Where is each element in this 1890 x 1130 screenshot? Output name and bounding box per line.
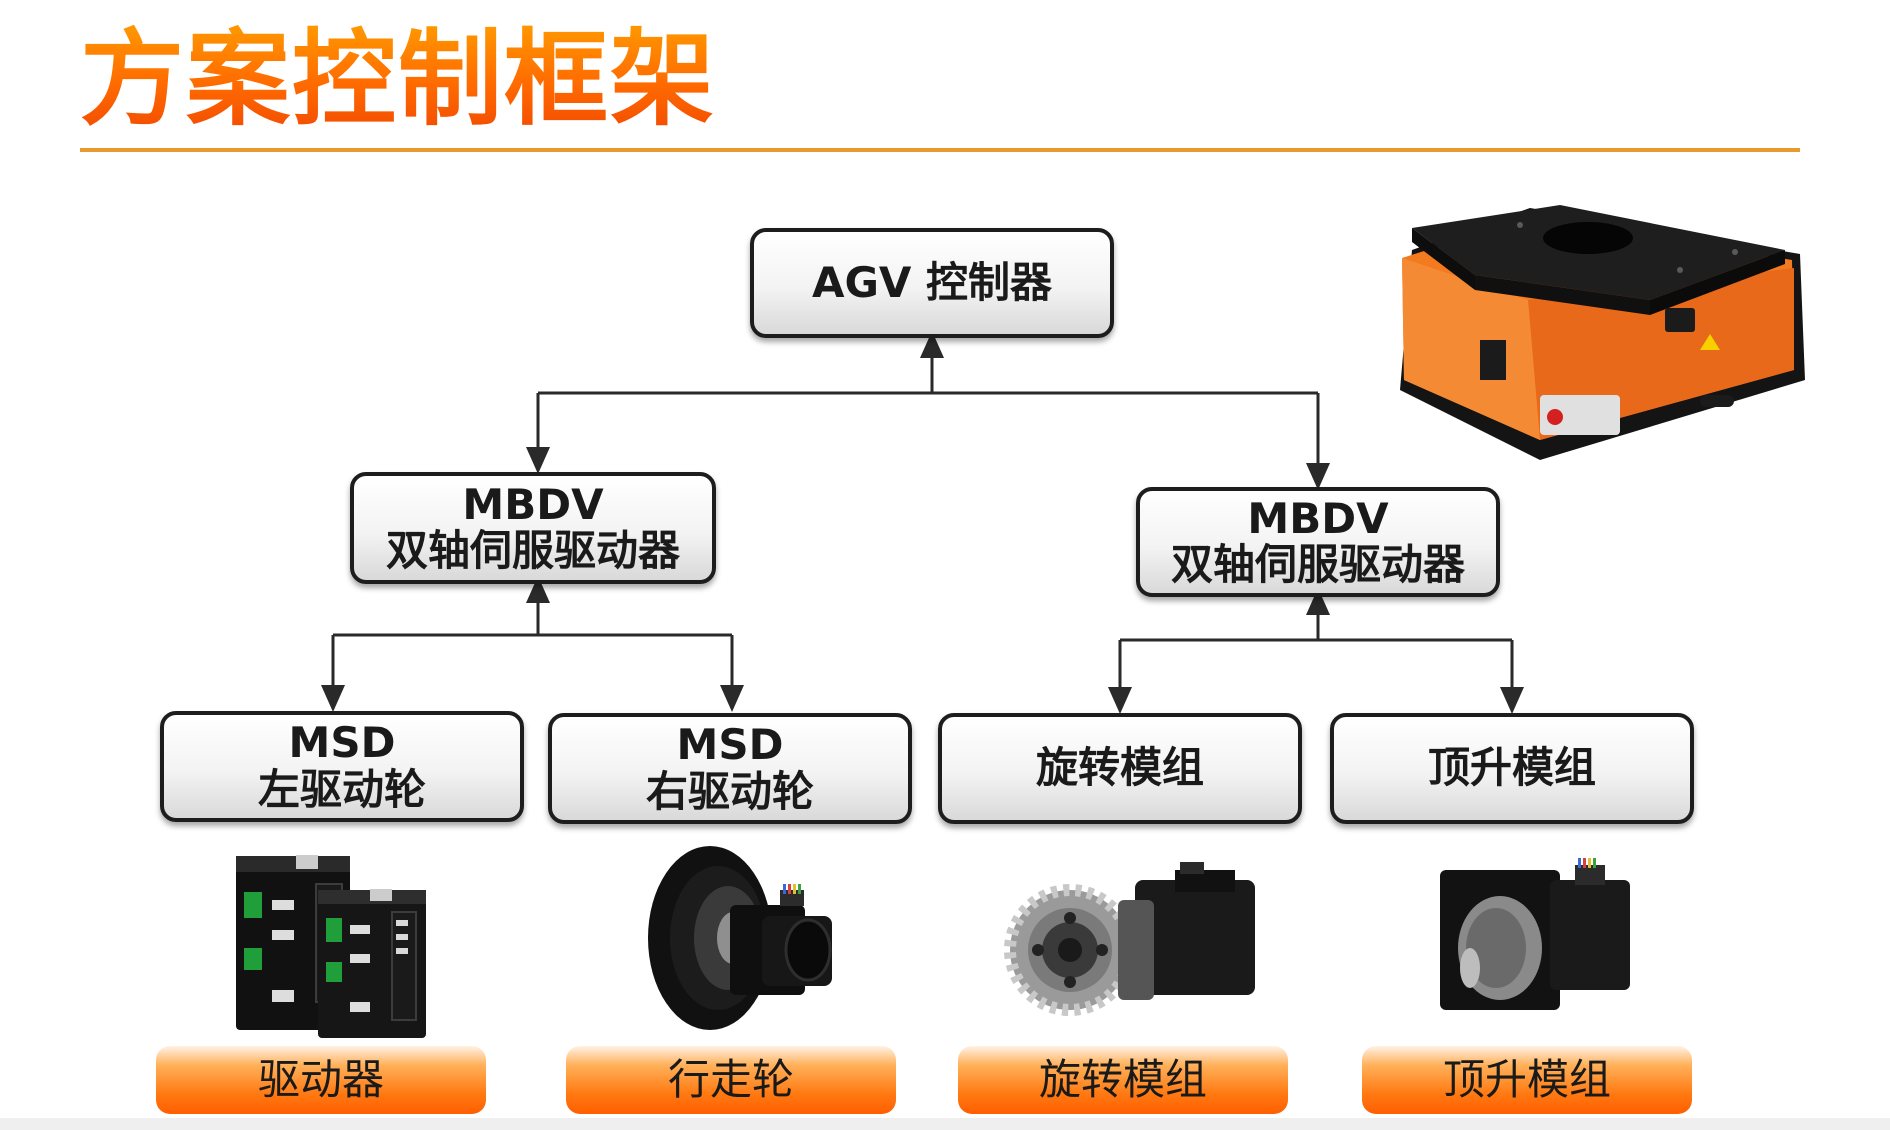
node-rotation-module: 旋转模组 (938, 713, 1302, 824)
node-mbdv-driver-left: MBDV 双轴伺服驱动器 (350, 472, 716, 584)
node-mbdv-right-model: MBDV (1247, 493, 1389, 543)
node-lift-module: 顶升模组 (1330, 713, 1694, 824)
node-msd-right-model: MSD (676, 720, 784, 770)
connectors (321, 331, 1524, 714)
page-title: 方案控制框架 (80, 18, 717, 140)
caption-driver: 驱动器 (156, 1046, 486, 1114)
node-mbdv-left-desc: 双轴伺服驱动器 (385, 526, 680, 575)
node-msd-left-wheel: MSD 左驱动轮 (160, 711, 524, 822)
caption-lift-module: 顶升模组 (1362, 1046, 1692, 1114)
node-mbdv-driver-right: MBDV 双轴伺服驱动器 (1136, 487, 1500, 597)
node-msd-right-wheel: MSD 右驱动轮 (548, 713, 912, 824)
caption-wheel: 行走轮 (566, 1046, 896, 1114)
lift-module-image (1440, 858, 1630, 1010)
servo-driver-image (236, 855, 426, 1038)
rotation-module-image (1004, 862, 1255, 1016)
node-mbdv-right-desc: 双轴伺服驱动器 (1170, 540, 1465, 589)
agv-robot-image (1400, 205, 1805, 460)
caption-rotation-module: 旋转模组 (958, 1046, 1288, 1114)
node-mbdv-left-model: MBDV (462, 479, 604, 529)
title-divider (80, 148, 1800, 152)
node-rotation-module-label: 旋转模组 (1035, 743, 1204, 793)
node-agv-controller: AGV 控制器 (750, 228, 1114, 338)
drive-wheel-image (648, 846, 832, 1030)
node-msd-left-model: MSD (288, 718, 396, 768)
node-agv-controller-label: AGV 控制器 (811, 257, 1053, 307)
footer-strip (0, 1118, 1890, 1130)
node-msd-right-desc: 右驱动轮 (645, 766, 814, 816)
node-lift-module-label: 顶升模组 (1427, 743, 1596, 793)
node-msd-left-desc: 左驱动轮 (257, 764, 426, 814)
